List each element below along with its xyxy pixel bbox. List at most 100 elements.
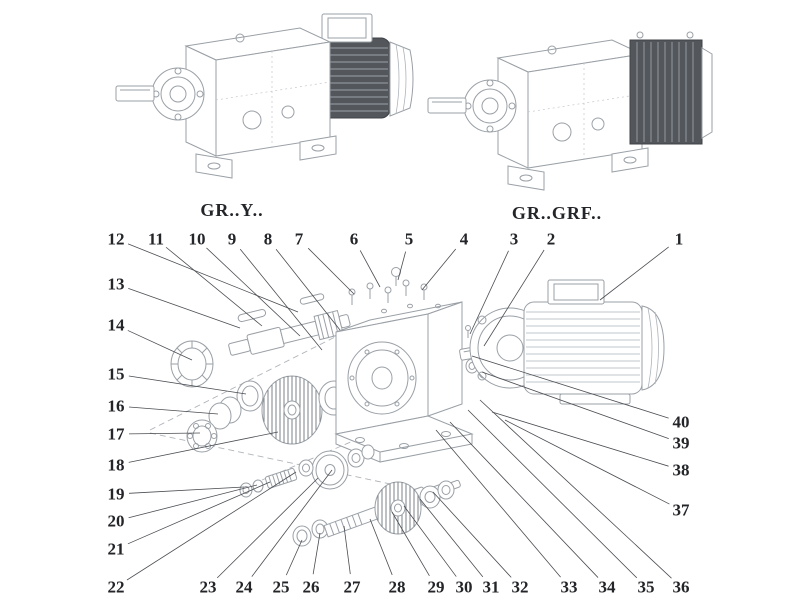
part-number-22: 22 — [108, 578, 125, 597]
leader-line-24 — [251, 469, 333, 577]
leader-line-14 — [127, 330, 193, 361]
input-shaft-assembly — [228, 293, 351, 356]
part-number-28: 28 — [389, 578, 406, 597]
leader-line-27 — [343, 525, 351, 575]
leader-line-21 — [127, 481, 271, 545]
leader-line-30 — [403, 505, 457, 577]
leader-line-22 — [126, 471, 297, 581]
leader-line-6 — [359, 250, 381, 288]
leader-line-12 — [127, 243, 299, 313]
top-bolts — [348, 267, 428, 305]
part-number-39: 39 — [673, 434, 690, 453]
part-number-27: 27 — [344, 578, 362, 597]
leader-line-32 — [432, 491, 512, 578]
leader-line-25 — [285, 539, 303, 576]
leader-line-10 — [206, 247, 301, 337]
assembled-view-gr-y — [115, 13, 414, 179]
shaft-key-2 — [299, 293, 325, 305]
part-number-38: 38 — [673, 461, 690, 480]
part-number-33: 33 — [561, 578, 578, 597]
leader-line-4 — [421, 248, 457, 291]
part-number-1: 1 — [675, 230, 684, 249]
input-shaft-assembled-icon-2 — [427, 79, 517, 133]
part-number-14: 14 — [108, 316, 126, 335]
large-gear — [261, 375, 350, 445]
part-number-26: 26 — [303, 578, 320, 597]
part-number-6: 6 — [350, 230, 359, 249]
leader-lines — [126, 243, 672, 581]
part-number-25: 25 — [273, 578, 290, 597]
shaft-key — [237, 308, 267, 323]
leader-line-3 — [469, 250, 509, 335]
part-number-37: 37 — [673, 501, 691, 520]
bearing-seal-set — [170, 340, 264, 453]
assembled-view-gr-grf — [427, 31, 713, 191]
part-number-17: 17 — [108, 425, 126, 444]
part-number-32: 32 — [512, 578, 529, 597]
leader-line-33 — [435, 429, 561, 578]
part-number-3: 3 — [510, 230, 519, 249]
part-number-18: 18 — [108, 456, 125, 475]
part-number-34: 34 — [599, 578, 617, 597]
part-number-8: 8 — [264, 230, 273, 249]
part-number-2: 2 — [547, 230, 556, 249]
leader-line-19 — [128, 486, 245, 494]
part-number-35: 35 — [638, 578, 655, 597]
leader-line-29 — [391, 511, 430, 576]
leader-line-9 — [239, 248, 323, 351]
part-number-5: 5 — [405, 230, 414, 249]
part-number-16: 16 — [108, 397, 125, 416]
part-number-40: 40 — [673, 413, 690, 432]
leader-line-13 — [128, 287, 241, 329]
leader-line-15 — [128, 375, 247, 395]
part-number-7: 7 — [295, 230, 304, 249]
part-number-31: 31 — [483, 578, 500, 597]
leader-line-34 — [449, 421, 599, 578]
leader-line-8 — [275, 248, 341, 331]
leader-line-37 — [504, 419, 670, 505]
part-number-24: 24 — [236, 578, 254, 597]
intermediate-gear-cluster — [311, 444, 375, 490]
part-number-23: 23 — [200, 578, 217, 597]
leader-line-31 — [419, 498, 484, 578]
variant-label-gr-y: GR..Y.. — [200, 200, 263, 220]
leader-line-7 — [307, 247, 355, 295]
leader-line-11 — [165, 246, 263, 327]
exploded-view — [149, 267, 665, 547]
leader-line-18 — [128, 431, 279, 463]
part-number-36: 36 — [673, 578, 690, 597]
gear-housing-assembled-icon — [184, 27, 337, 179]
part-number-19: 19 — [108, 485, 125, 504]
leader-line-20 — [128, 484, 258, 519]
part-number-15: 15 — [108, 365, 125, 384]
part-number-4: 4 — [460, 230, 469, 249]
leader-line-38 — [491, 411, 669, 467]
leader-line-26 — [312, 532, 321, 575]
leader-line-17 — [128, 432, 201, 435]
part-number-21: 21 — [108, 540, 125, 559]
part-number-9: 9 — [228, 230, 237, 249]
part-number-30: 30 — [456, 578, 473, 597]
part-number-13: 13 — [108, 275, 125, 294]
leader-line-36 — [479, 399, 672, 579]
part-number-10: 10 — [189, 230, 206, 249]
finned-cover-icon — [629, 31, 713, 145]
leader-line-5 — [397, 251, 407, 281]
assembly-axis-lines — [149, 331, 459, 493]
leader-line-23 — [216, 477, 319, 579]
variant-label-gr-grf: GR..GRF.. — [512, 203, 602, 223]
input-shaft-assembled-icon — [115, 67, 205, 121]
part-number-12: 12 — [108, 230, 125, 249]
leader-line-39 — [481, 371, 669, 440]
part-number-20: 20 — [108, 512, 125, 531]
gearbox-housing — [334, 301, 474, 463]
leader-line-2 — [483, 249, 545, 347]
part-number-11: 11 — [148, 230, 164, 249]
output-shaft-assembly — [323, 479, 461, 538]
part-number-29: 29 — [428, 578, 445, 597]
leader-line-16 — [128, 406, 219, 415]
leader-line-35 — [467, 409, 638, 579]
gear-housing-assembled-icon-2 — [496, 39, 649, 191]
